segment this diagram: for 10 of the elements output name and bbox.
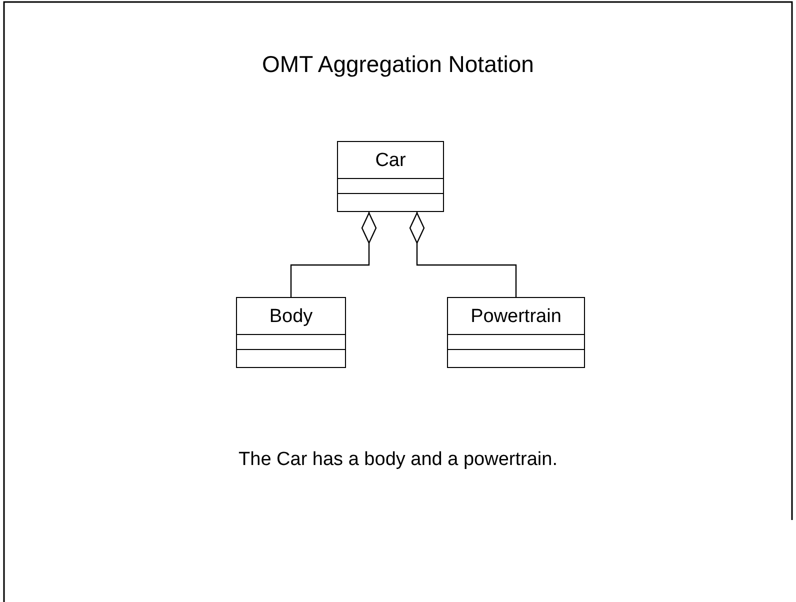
caption: The Car has a body and a powertrain. [238,448,558,472]
class-box [447,297,585,368]
aggregation-line [409,212,517,297]
aggregation-line [290,212,377,297]
class-box [337,141,444,212]
diagram-title: OMT Aggregation Notation [262,50,534,79]
class-name: Powertrain [470,306,562,326]
class-name: Car [375,150,406,170]
class-box [236,297,346,368]
class-name: Body [269,306,313,326]
